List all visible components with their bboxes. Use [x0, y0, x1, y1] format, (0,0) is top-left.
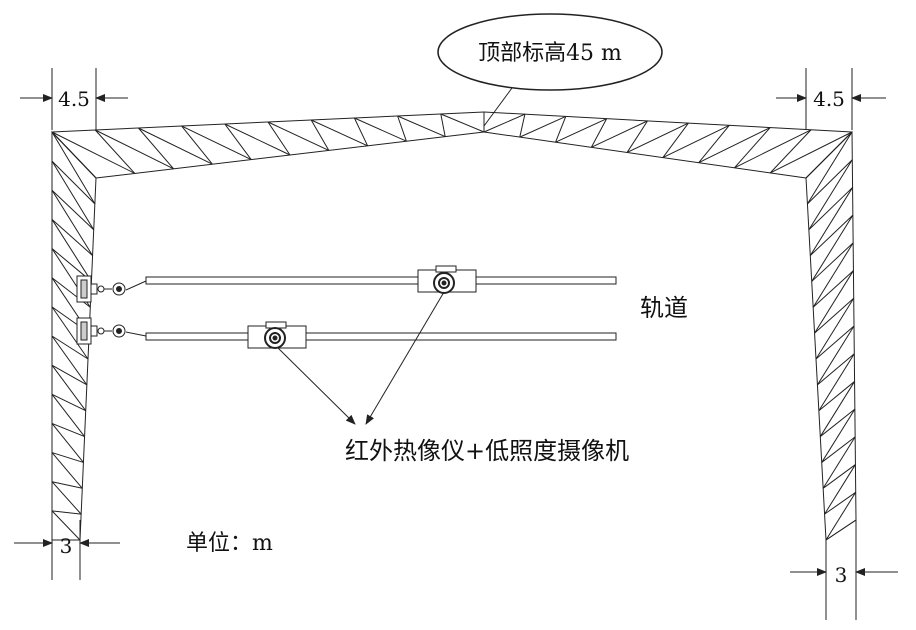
dimension-label-top-right: 4.5	[813, 87, 845, 111]
camera-unit-lower	[247, 321, 307, 349]
dimension-top-right: 4.5	[776, 87, 886, 111]
roof-elevation-label: 顶部标高45 m	[478, 41, 622, 66]
dimension-label-bottom-right: 3	[835, 563, 848, 587]
dimension-bottom-left: 3	[14, 534, 120, 558]
camera-label: 红外热像仪+低照度摄像机	[345, 437, 629, 465]
roof-truss	[51, 111, 853, 179]
dimension-bottom-right: 3	[790, 563, 898, 587]
unit-label: 单位：m	[186, 531, 273, 556]
rail-mount-lower	[76, 317, 126, 345]
upper-rail	[125, 276, 617, 291]
rail-mount-upper	[76, 275, 126, 303]
right-truss-column	[805, 130, 857, 541]
dimension-label-bottom-left: 3	[60, 534, 73, 558]
roof-elevation-callout: 顶部标高45 m	[437, 13, 663, 127]
dimension-top-left: 4.5	[20, 87, 128, 111]
camera-leaders	[277, 291, 445, 425]
camera-unit-upper	[417, 265, 477, 294]
lower-rail	[125, 331, 617, 341]
dimension-lines	[51, 68, 857, 620]
track-label: 轨道	[640, 294, 688, 322]
dimension-label-top-left: 4.5	[58, 87, 90, 111]
